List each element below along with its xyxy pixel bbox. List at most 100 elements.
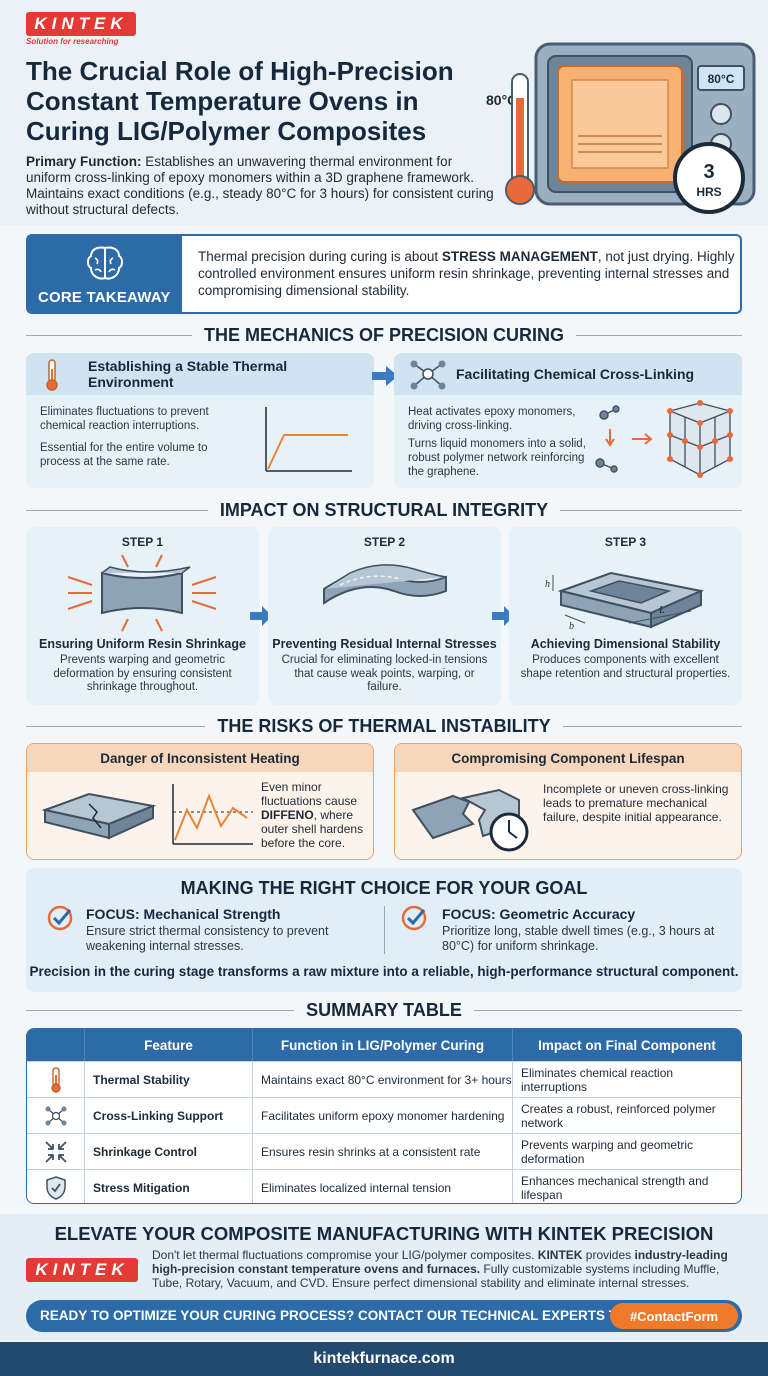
dim-l-label: L — [658, 605, 665, 616]
brain-icon — [87, 246, 123, 280]
step-1-label: STEP 1 — [121, 535, 164, 549]
table-header-impact: Impact on Final Component — [538, 1037, 716, 1053]
oven-display-text: 80°C — [708, 72, 735, 86]
core-text-a: Thermal precision during curing is about — [198, 249, 442, 264]
inconsistent-heating-text: Even minor fluctuations cause DIFFENO, w… — [261, 780, 369, 850]
shrink-arrows-icon — [44, 1140, 67, 1163]
kintek-logo[interactable]: KINTEK — [26, 12, 136, 36]
core-takeaway-text: Thermal precision during curing is about… — [198, 248, 738, 299]
timer-value: 3 — [703, 161, 714, 183]
timer-unit: HRS — [696, 185, 721, 199]
table-cell-impact: Eliminates chemical reaction interruptio… — [521, 1065, 674, 1094]
shield-check-icon — [45, 1175, 66, 1200]
table-row: Shrinkage Control Ensures resin shrinks … — [27, 1133, 741, 1169]
broken-block-clock-icon — [411, 788, 529, 852]
component-lifespan-text: Incomplete or uneven cross-linking leads… — [543, 782, 729, 824]
summary-heading-text: SUMMARY TABLE — [306, 999, 462, 1020]
table-cell-impact: Creates a robust, reinforced polymer net… — [521, 1101, 716, 1130]
core-takeaway-badge: CORE TAKEAWAY — [28, 236, 182, 312]
step-3-card: STEP 3 h b L Achieving Dimensional Stabi… — [509, 527, 742, 705]
table-cell-function: Maintains exact 80°C environment for 3+ … — [253, 1062, 513, 1097]
step-2-title: Preventing Residual Internal Stresses — [272, 637, 497, 651]
mechanics-heading-text: THE MECHANICS OF PRECISION CURING — [203, 324, 565, 345]
thermal-environment-p1: Eliminates fluctuations to prevent chemi… — [40, 406, 209, 432]
cross-linking-title: Facilitating Chemical Cross-Linking — [394, 353, 742, 395]
dimensioned-part-icon: h b L — [545, 571, 705, 632]
step-1-desc: Prevents warping and geometric deformati… — [53, 654, 232, 693]
step-2-label: STEP 2 — [363, 535, 406, 549]
cta-text-c: provides — [582, 1248, 635, 1262]
inconsistent-heating-card: Danger of Inconsistent Heating Even mino… — [26, 743, 374, 860]
thermometer-icon — [46, 359, 58, 391]
table-cell-function: Facilitates uniform epoxy monomer harden… — [253, 1098, 513, 1133]
primary-function-label: Primary Function: — [26, 154, 142, 169]
table-header-icon — [27, 1029, 85, 1061]
cta-text: Don't let thermal fluctuations compromis… — [152, 1248, 742, 1290]
thermometer-icon — [50, 1066, 61, 1093]
crosslink-network-icon — [595, 400, 733, 478]
stable-temperature-graph-icon — [265, 407, 352, 472]
kintek-logo[interactable]: KINTEK — [26, 1258, 138, 1282]
risk1-text-a: Even minor fluctuations cause — [261, 780, 358, 808]
core-takeaway: CORE TAKEAWAY Thermal precision during c… — [26, 234, 742, 314]
impact-heading: IMPACT ON STRUCTURAL INTEGRITY — [26, 499, 743, 520]
mechanics-heading: THE MECHANICS OF PRECISION CURING — [26, 325, 742, 345]
cta-section: ELEVATE YOUR COMPOSITE MANUFACTURING WIT… — [0, 1214, 768, 1340]
focus-geometric-desc: Prioritize long, stable dwell times (e.g… — [442, 924, 715, 953]
contact-form-button[interactable]: #ContactForm — [610, 1303, 738, 1329]
arrow-right-icon — [492, 606, 514, 626]
table-cell-function: Ensures resin shrinks at a consistent ra… — [253, 1134, 513, 1169]
table-cell-function: Eliminates localized internal tension — [253, 1170, 513, 1203]
core-text-b: , not just drying. Highly controlled env… — [198, 249, 735, 298]
dim-h-label: h — [545, 579, 550, 590]
right-choice-footer: Precision in the curing stage transforms… — [29, 964, 739, 979]
impact-heading-text: IMPACT ON STRUCTURAL INTEGRITY — [219, 499, 549, 520]
cta-title: ELEVATE YOUR COMPOSITE MANUFACTURING WIT… — [54, 1223, 714, 1244]
thermal-environment-title: Establishing a Stable Thermal Environmen… — [26, 353, 374, 395]
molecule-icon — [410, 360, 446, 390]
header: KINTEK Solution for researching The Cruc… — [0, 0, 768, 225]
cross-linking-card: Facilitating Chemical Cross-Linking Heat… — [394, 353, 742, 488]
table-cell-impact: Prevents warping and geometric deformati… — [521, 1137, 694, 1166]
step-2-card: STEP 2 Preventing Residual Internal Stre… — [268, 527, 501, 705]
risk1-text-bold: DIFFENO — [261, 808, 314, 822]
table-cell-feature: Cross-Linking Support — [85, 1098, 253, 1133]
oven-illustration: 80°C 3 HRS — [505, 42, 756, 214]
thermal-environment-p2: Essential for the entire volume to proce… — [40, 442, 208, 468]
core-takeaway-label: CORE TAKEAWAY — [38, 289, 171, 306]
flat-panel-icon — [323, 564, 447, 605]
table-row: Stress Mitigation Eliminates localized i… — [27, 1169, 741, 1203]
table-header-feature: Feature — [85, 1029, 253, 1061]
table-cell-impact: Enhances mechanical strength and lifespa… — [521, 1173, 709, 1202]
table-cell-feature: Shrinkage Control — [85, 1134, 253, 1169]
component-lifespan-title: Compromising Component Lifespan — [395, 744, 741, 772]
cross-linking-p1: Heat activates epoxy monomers, driving c… — [408, 406, 576, 432]
table-header: Feature Function in LIG/Polymer Curing I… — [27, 1029, 741, 1061]
step-3-title: Achieving Dimensional Stability — [530, 637, 721, 651]
table-row: Cross-Linking Support Facilitates unifor… — [27, 1097, 741, 1133]
step-3-label: STEP 3 — [604, 535, 647, 549]
cta-text-d: Fully customizable systems including Muf… — [152, 1262, 720, 1290]
focus-mechanical-title: FOCUS: Mechanical Strength — [86, 906, 281, 922]
inconsistent-heating-title: Danger of Inconsistent Heating — [27, 744, 373, 772]
summary-heading: SUMMARY TABLE — [26, 999, 743, 1020]
step-3-desc: Produces components with excellent shape… — [520, 654, 731, 680]
cta-text-a: Don't let thermal fluctuations compromis… — [152, 1248, 538, 1262]
check-circle-icon — [401, 905, 427, 931]
step-1-title: Ensuring Uniform Resin Shrinkage — [39, 637, 246, 651]
risk1-text-b: , where outer shell hardens before the c… — [261, 808, 364, 850]
footer-url-link[interactable]: kintekfurnace.com — [0, 1342, 768, 1376]
cracked-panel-icon — [41, 792, 157, 840]
cta-text-brand: KINTEK — [537, 1248, 583, 1262]
cta-text-bold: industry-leading high-precision constant… — [152, 1248, 728, 1276]
contact-banner[interactable]: READY TO OPTIMIZE YOUR CURING PROCESS? C… — [26, 1300, 742, 1332]
dim-b-label: b — [569, 621, 574, 632]
right-choice-heading: MAKING THE RIGHT CHOICE FOR YOUR GOAL — [180, 878, 588, 898]
cross-linking-p2: Turns liquid monomers into a solid, robu… — [408, 438, 586, 478]
divider — [384, 906, 385, 954]
focus-geometric-title: FOCUS: Geometric Accuracy — [442, 906, 636, 922]
right-choice-section: MAKING THE RIGHT CHOICE FOR YOUR GOAL FO… — [26, 868, 742, 992]
oven-temp-label: 80°C — [486, 92, 518, 108]
risks-heading: THE RISKS OF THERMAL INSTABILITY — [26, 716, 742, 736]
step-2-desc: Crucial for eliminating locked-in tensio… — [281, 654, 488, 693]
